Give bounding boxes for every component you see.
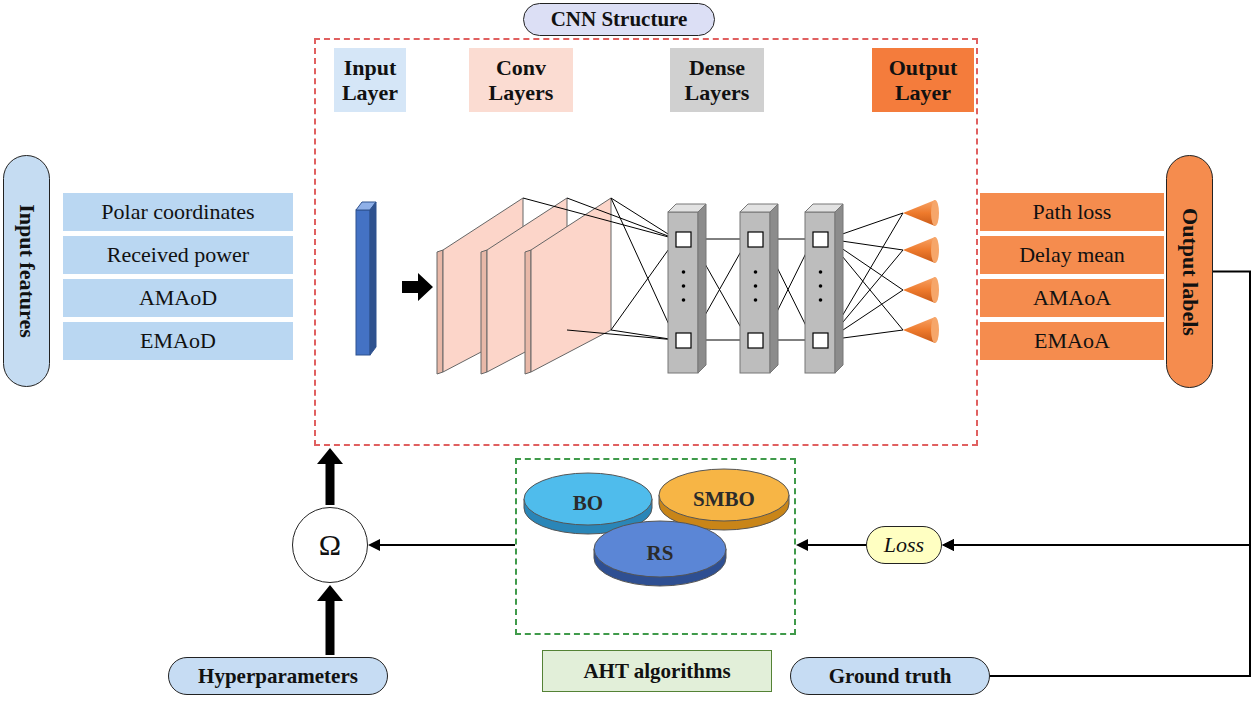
node-label: Conv Layers [473, 55, 569, 106]
connector-line [953, 545, 1250, 676]
node-label: AMAoD [139, 285, 217, 310]
algorithm-disc: RS [592, 518, 728, 588]
label-box: Path loss [980, 193, 1164, 231]
node-label: Ω [319, 528, 341, 563]
node-label: AMAoA [1033, 285, 1111, 310]
node-label: RS [647, 541, 674, 565]
feature-box: EMAoD [63, 322, 293, 360]
layer-label: Input Layer [334, 48, 406, 112]
node-label: EMAoA [1034, 328, 1110, 353]
node-label: Loss [884, 532, 924, 557]
hyperparameter-set: Ω [292, 507, 368, 583]
flow-connector [368, 539, 515, 551]
cnn-region: CNN StructureInput LayerConv LayersDense… [314, 38, 978, 446]
node-label: Hyperparameters [198, 664, 358, 688]
node-label: Dense Layers [674, 55, 760, 106]
flow-connector [796, 539, 866, 551]
node-label: Input Layer [338, 55, 402, 106]
feature-box: Polar coordinates [63, 193, 293, 231]
node-label: SMBO [693, 487, 755, 511]
node-label: EMAoD [140, 328, 216, 353]
layer-label: Conv Layers [469, 48, 573, 112]
node-label: Path loss [1033, 199, 1112, 224]
block-arrow [317, 448, 343, 505]
pill-label: Input features [14, 204, 40, 337]
arrowhead [368, 539, 380, 551]
aht-region: AHT algorithmsBOSMBORS [515, 458, 796, 635]
dense-columns [668, 204, 843, 373]
connector-line [807, 544, 866, 546]
feature-box: AMAoD [63, 279, 293, 317]
block-arrow [317, 585, 343, 655]
connector-line [326, 600, 335, 655]
node-label: Output Layer [876, 55, 970, 106]
node-label: Polar coordinates [101, 199, 254, 224]
label-box: EMAoA [980, 322, 1164, 360]
arrowhead [317, 585, 343, 601]
conv-panels [437, 198, 611, 374]
flow-arrow [402, 273, 433, 301]
input-bar [356, 202, 376, 355]
node-label: Received power [107, 242, 249, 267]
layer-label: Output Layer [872, 48, 974, 112]
arrowhead [942, 539, 954, 551]
label-box: AMAoA [980, 279, 1164, 317]
region-heading: CNN Structure [523, 3, 715, 36]
hyperparameters-pill: Hyperparameters [168, 657, 388, 695]
node-label: BO [573, 491, 603, 515]
arrowhead [796, 539, 808, 551]
node-label: Ground truth [829, 664, 952, 688]
flow-connector [942, 539, 1250, 676]
output-labels-pill: Output labels [1166, 155, 1213, 388]
node-label: Delay mean [1019, 242, 1125, 267]
input-features-pill: Input features [3, 155, 50, 387]
connection-lines [523, 198, 903, 340]
feature-box: Received power [63, 236, 293, 274]
connector-line [379, 544, 515, 546]
label-box: Delay mean [980, 236, 1164, 274]
layer-label: Dense Layers [670, 48, 764, 112]
connector-line [326, 463, 335, 505]
arrowhead [317, 448, 343, 464]
output-cones [903, 200, 939, 343]
loss-pill: Loss [866, 526, 942, 564]
ground-truth-pill: Ground truth [790, 657, 990, 695]
arrowhead [942, 539, 954, 551]
region-heading: AHT algorithms [542, 650, 772, 692]
pill-label: Output labels [1177, 208, 1203, 336]
